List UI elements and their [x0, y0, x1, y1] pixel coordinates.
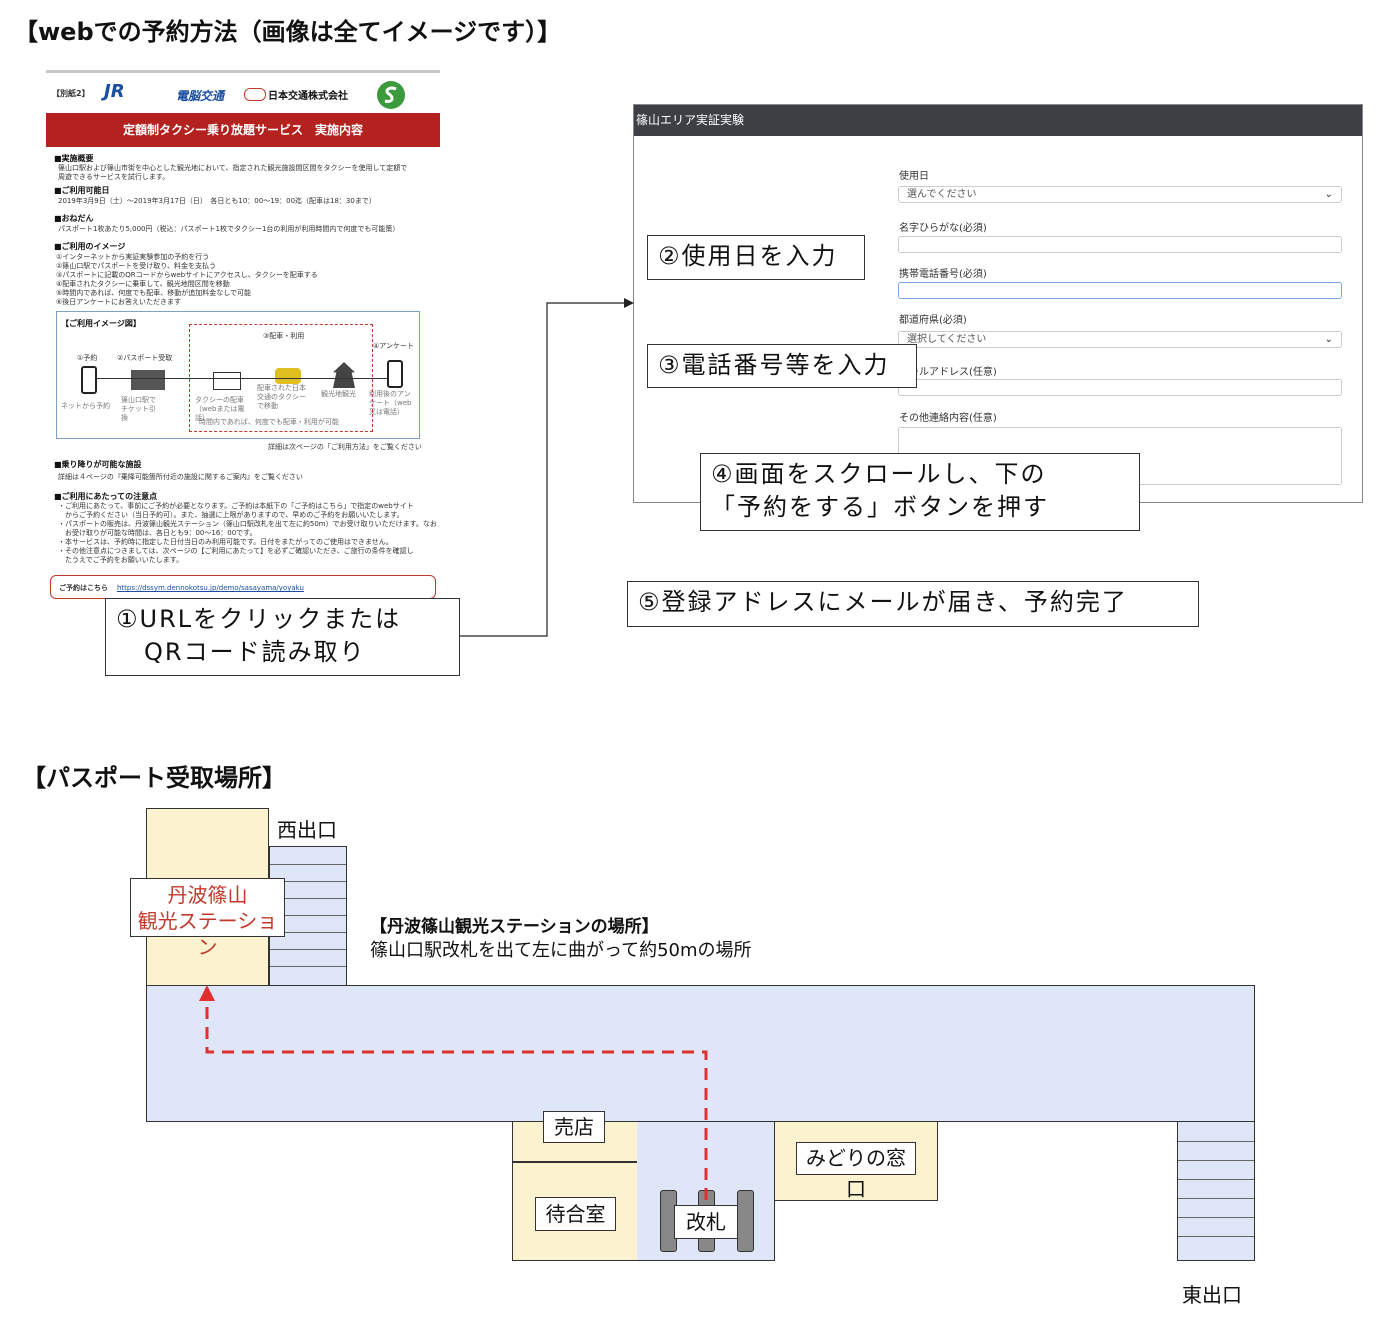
- usage-diagram: 【ご利用イメージ図】 ①予約 ②パスポート受取 ③配車・利用 ④アンケート ネッ…: [56, 311, 420, 439]
- diagram-caption: 配車された日本交通のタクシーで移動: [257, 384, 306, 410]
- facility-heading: ■乗り降りが可能な施設: [54, 460, 142, 469]
- note-item: お受け取りが可能な時間は、各日とも9：00～16：00です。: [58, 529, 257, 537]
- dispatch-tablet-icon: [213, 372, 241, 390]
- annex-label: 【別紙2】: [52, 89, 90, 98]
- diagram-label-dispatch: ③配車・利用: [263, 332, 305, 340]
- name-hiragana-input[interactable]: [898, 236, 1342, 253]
- usage-step: ①インターネットから実証実験参加の予約を行う: [56, 253, 210, 261]
- use-date-value: 選んでください: [907, 189, 977, 200]
- east-exit-label: 東出口: [1182, 1283, 1242, 1307]
- note-item: ・本サービスは、予約時に指定した日付当日のみ利用可能です。日付をまたがってのご使…: [58, 538, 393, 546]
- reserve-url-link[interactable]: https://dssym.dennokotsu.jp/demo/sasayam…: [117, 584, 304, 592]
- email-label: メールアドレス(任意): [899, 367, 997, 378]
- diagram-caption: 利用後のアンケート（web又は電話）: [369, 390, 412, 416]
- mobile-number-label: 携帯電話番号(必須): [899, 269, 987, 280]
- usage-step: ⑤時間内であれば、何度でも配車、移動が追加料金なしで可能: [56, 289, 251, 297]
- overview-text: 篠山口駅および篠山市街を中心とした観光地において、指定された観光施設間区間をタク…: [58, 164, 408, 172]
- step4-callout: ④画面をスクロールし、下の 「予約をする」ボタンを押す: [700, 453, 1140, 531]
- step1-line1: ①URLをクリックまたは: [116, 605, 402, 633]
- dennokotsu-logo: 電脳交通: [176, 89, 225, 103]
- overview-heading: ■実施概要: [54, 154, 94, 163]
- chevron-down-icon: ⌄: [1324, 334, 1333, 345]
- note-item: からご予約ください（当日予約可）。また、抽選に上限がありますので、早めのご予約を…: [58, 511, 404, 519]
- usage-step: ②篠山口駅でパスポートを受け取り、料金を支払う: [56, 262, 216, 270]
- period-heading: ■ご利用可能日: [54, 186, 110, 195]
- green-s-logo-icon: [377, 81, 405, 109]
- step5-callout: ⑤登録アドレスにメールが届き、予約完了: [627, 581, 1199, 627]
- period-text: 2019年3月9日（土）～2019年3月17日（日） 各日とも10：00～19：…: [58, 197, 376, 205]
- smartphone-icon: [81, 366, 97, 394]
- step3-callout: ③電話番号等を入力: [647, 344, 917, 388]
- nihon-kotsu-logo: 日本交通株式会社: [268, 91, 348, 102]
- prefecture-label: 都道府県(必須): [899, 315, 967, 326]
- diagram-caption: ネットから予約: [61, 402, 110, 410]
- step1-line2: QRコード読み取り: [144, 638, 366, 666]
- kiosk-label: 売店: [543, 1111, 605, 1143]
- jr-logo: JR: [104, 81, 125, 102]
- smartphone-icon: [387, 360, 403, 388]
- flow-line: [95, 378, 387, 379]
- note-item: ・ご利用にあたって、事前にご予約が必要となります。ご予約は本紙下の「ご予約はこち…: [58, 502, 414, 510]
- mobile-number-input[interactable]: [898, 282, 1342, 299]
- web-reservation-heading: 【webでの予約方法（画像は全てイメージです）】: [14, 18, 562, 46]
- overview-text-2: 周遊できるサービスを試行します。: [58, 173, 170, 181]
- taxi-icon: [275, 368, 301, 384]
- usage-step: ③パスポートに記載のQRコードからwebサイトにアクセスし、タクシーを配車する: [56, 271, 318, 279]
- service-flyer: 【別紙2】 JR 電脳交通 日本交通株式会社 定額制タクシー乗り放題サービス 実…: [46, 70, 440, 613]
- usage-image-heading: ■ご利用のイメージ: [54, 242, 126, 251]
- diagram-caption: 時間内であれば、何度でも配車・利用が可能: [199, 418, 339, 426]
- note-item: ・パスポートの販売は、丹波篠山観光ステーション（篠山口駅改札を出て左に約50m）…: [58, 520, 437, 528]
- detail-note: 詳細は次ページの「ご利用方法」をご覧ください: [268, 443, 422, 451]
- diagram-label-survey: ④アンケート: [373, 342, 414, 350]
- ticket-gate-label: 改札: [674, 1205, 738, 1239]
- note-item: ・その他注意点につきましては、次ページの【ご利用にあたって】を必ずご確認いただき…: [58, 547, 414, 555]
- step-connector-arrow: [460, 298, 634, 637]
- notes-heading: ■ご利用にあたっての注意点: [54, 492, 158, 501]
- diagram-caption: タクシーの配車（webまたは電話）: [195, 396, 245, 422]
- midori-window-label: みどりの窓口: [796, 1142, 916, 1201]
- station-building-icon: [131, 370, 165, 390]
- use-date-select[interactable]: 選んでください ⌄: [898, 186, 1342, 203]
- price-heading: ■おねだん: [54, 214, 94, 223]
- chevron-down-icon: ⌄: [1324, 189, 1333, 200]
- diagram-caption: 篠山口駅でチケット引換: [121, 396, 156, 422]
- location-title: 【丹波篠山観光ステーションの場所】: [370, 917, 659, 937]
- other-contact-label: その他連絡内容(任意): [899, 413, 997, 424]
- price-text: パスポート1枚あたり5,000円（税込：パスポート1枚でタクシー1台の利用が利用…: [58, 225, 400, 233]
- name-hiragana-label: 名字ひらがな(必須): [899, 223, 987, 234]
- note-item: たうえでご予約をお願いいたします。: [58, 556, 184, 564]
- passport-location-heading: 【パスポート受取場所】: [22, 764, 286, 792]
- waiting-room-label: 待合室: [535, 1197, 616, 1231]
- facility-text: 詳細は４ページの『乗降可能箇所付近の施設に関するご案内』をご覧ください: [58, 473, 303, 481]
- east-stairs: [1177, 1121, 1255, 1261]
- flyer-title: 定額制タクシー乗り放題サービス 実施内容: [46, 113, 440, 147]
- prefecture-value: 選択してください: [907, 334, 987, 345]
- diagram-label-receive: ②パスポート受取: [117, 354, 173, 362]
- usage-diagram-title: 【ご利用イメージ図】: [61, 319, 141, 328]
- nihon-kotsu-emblem-icon: [244, 88, 266, 101]
- step1-callout: ①URLをクリックまたは QRコード読み取り: [105, 598, 460, 676]
- step2-callout: ②使用日を入力: [647, 235, 865, 280]
- tourism-station-line2: 観光ステーション: [137, 909, 278, 959]
- usage-step: ④配車されたタクシーに乗車して、観光地間区間を移動: [56, 280, 230, 288]
- west-exit-label: 西出口: [277, 818, 337, 842]
- form-title-bar: 篠山エリア実証実験: [634, 105, 1362, 136]
- use-date-label: 使用日: [899, 171, 929, 182]
- castle-icon: [333, 362, 355, 388]
- diagram-caption: 観光地観光: [321, 390, 356, 398]
- prefecture-select[interactable]: 選択してください ⌄: [898, 331, 1342, 348]
- kiosk-divider: [512, 1161, 638, 1163]
- usage-step: ⑥後日アンケートにお答えいただきます: [56, 298, 181, 306]
- location-description: 篠山口駅改札を出て左に曲がって約50mの場所: [370, 940, 752, 961]
- tourism-station-line1: 丹波篠山: [167, 883, 248, 907]
- tourism-station-label: 丹波篠山 観光ステーション: [130, 878, 285, 959]
- step4-line1: ④画面をスクロールし、下の: [711, 460, 1047, 488]
- diagram-label-reserve: ①予約: [77, 354, 98, 362]
- kiosk-area: [512, 1121, 638, 1261]
- step4-line2: 「予約をする」ボタンを押す: [711, 493, 1049, 521]
- reserve-label: ご予約はこちら: [59, 584, 108, 592]
